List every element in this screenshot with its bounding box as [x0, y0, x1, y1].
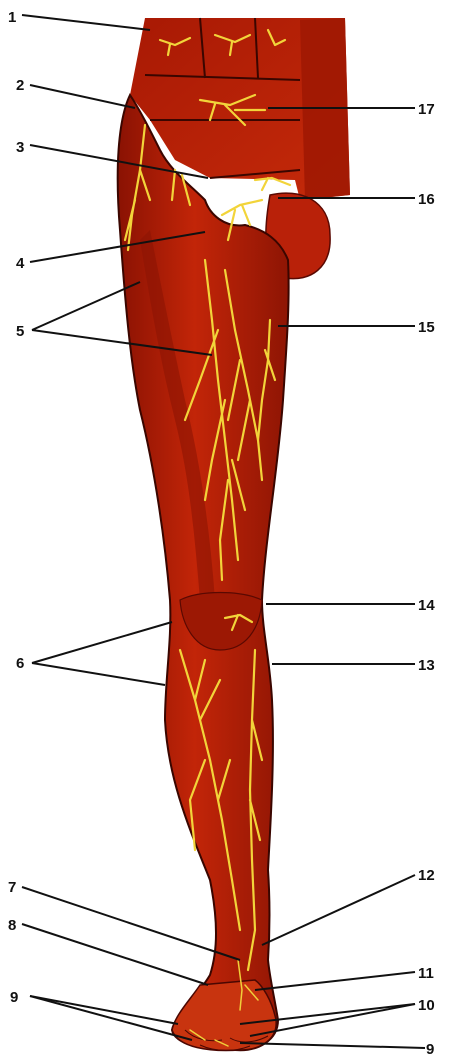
label-9-right: 9: [426, 1041, 434, 1058]
leader-8: [22, 924, 208, 985]
leader-6b: [32, 663, 165, 685]
foot: [172, 980, 276, 1050]
label-12: 12: [418, 867, 435, 884]
label-3: 3: [16, 139, 24, 156]
label-13: 13: [418, 657, 435, 674]
leader-12: [262, 875, 415, 945]
label-17: 17: [418, 101, 435, 118]
label-11: 11: [418, 965, 434, 982]
leader-9b: [30, 996, 192, 1040]
leader-2: [30, 85, 135, 108]
label-5: 5: [16, 323, 24, 340]
label-1: 1: [8, 9, 16, 26]
label-4: 4: [16, 255, 25, 272]
leader-1: [22, 15, 150, 30]
leader-9c: [240, 1043, 425, 1048]
leader-6a: [32, 622, 172, 663]
label-10: 10: [418, 997, 435, 1014]
label-8: 8: [8, 917, 16, 934]
leader-9a: [30, 996, 178, 1024]
label-2: 2: [16, 77, 24, 94]
label-14: 14: [418, 597, 435, 614]
leader-11: [255, 972, 415, 990]
label-7: 7: [8, 879, 16, 896]
label-9-left: 9: [10, 989, 18, 1006]
label-16: 16: [418, 191, 435, 208]
leader-5a: [32, 282, 140, 330]
leader-7: [22, 887, 240, 960]
label-6: 6: [16, 655, 24, 672]
label-15: 15: [418, 319, 435, 336]
